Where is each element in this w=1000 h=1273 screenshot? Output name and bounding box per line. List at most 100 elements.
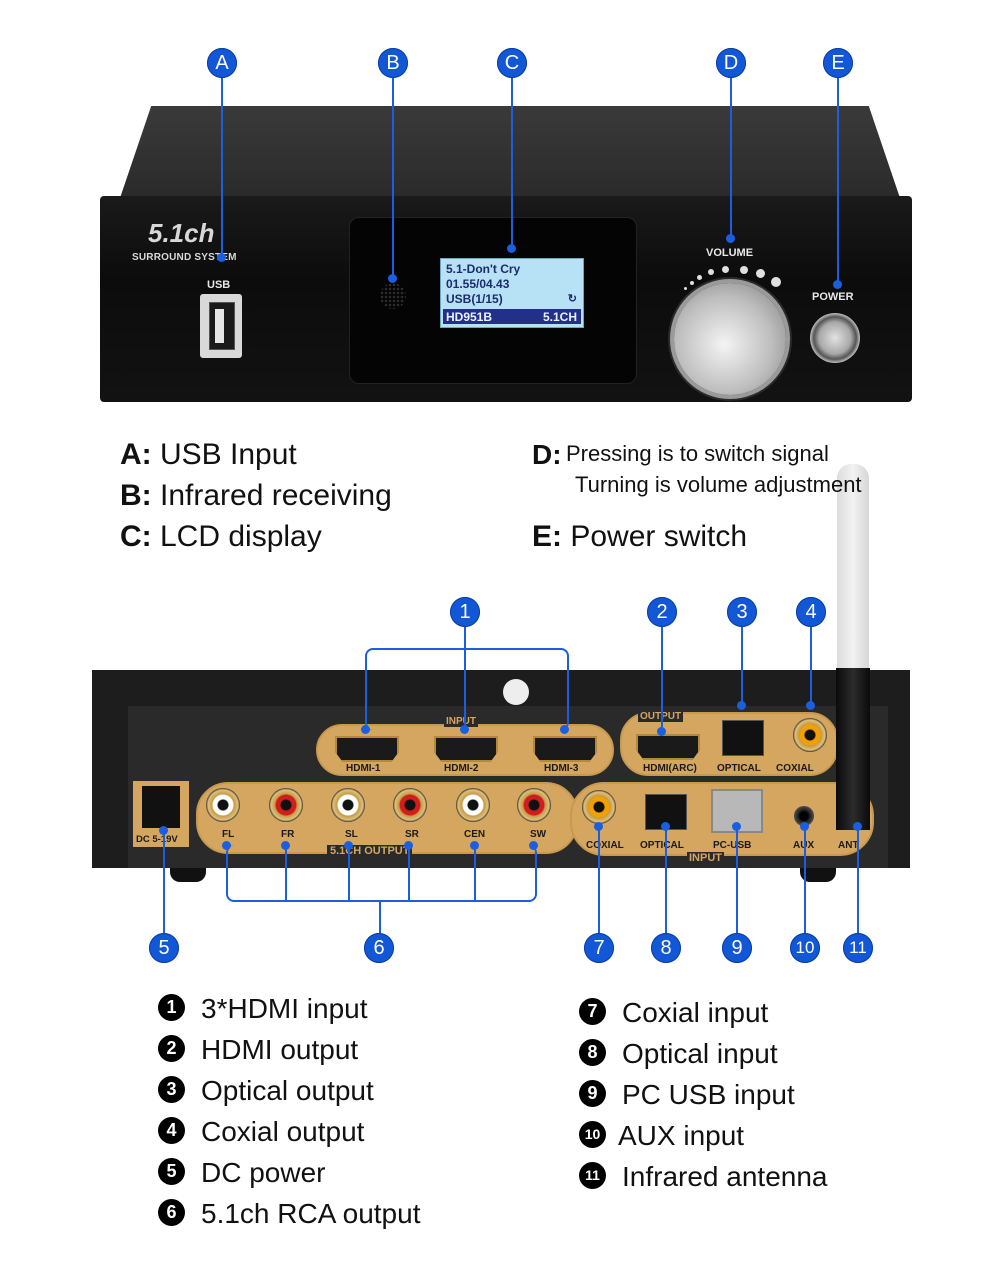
- port-label: FL: [222, 829, 235, 840]
- antenna-tip: [837, 464, 869, 684]
- volume-level-dot: [684, 287, 687, 290]
- callout-dot: [806, 701, 815, 710]
- callout-dot: [344, 841, 353, 850]
- callout-dot-d: [726, 234, 735, 243]
- rca-sl-port[interactable]: [331, 788, 365, 822]
- rca-sw-port[interactable]: [517, 788, 551, 822]
- volume-knob[interactable]: [674, 283, 786, 395]
- lcd-model: HD951B: [446, 310, 493, 324]
- dc-power-jack[interactable]: [142, 786, 180, 828]
- port-label: SL: [345, 829, 358, 840]
- rear-legend-item: 9 PC USB input: [579, 1079, 795, 1111]
- repeat-icon: ↻: [567, 293, 577, 305]
- hdmi-3-port[interactable]: [533, 736, 597, 762]
- coaxial-output-port[interactable]: [793, 718, 827, 752]
- callout-line: [474, 845, 476, 900]
- hdmi-1-port[interactable]: [335, 736, 399, 762]
- coaxial-input-port[interactable]: [582, 790, 616, 824]
- rca-fr-port[interactable]: [269, 788, 303, 822]
- callout-dot-c: [507, 244, 516, 253]
- hdmi-arc-output-port[interactable]: [636, 734, 700, 760]
- lcd-display: 5.1-Don't Cry 01.55/04.43 USB(1/15) ↻ HD…: [440, 258, 584, 328]
- number-bullet-icon: 11: [579, 1162, 606, 1190]
- aux-input-port[interactable]: [794, 806, 814, 826]
- legend-text: Coxial output: [201, 1116, 365, 1147]
- number-bullet-icon: 4: [158, 1117, 185, 1145]
- output-group-label: OUTPUT: [638, 711, 684, 722]
- callout-line-b: [392, 76, 394, 278]
- port-label: COXIAL: [586, 840, 624, 851]
- callout-dot: [732, 822, 741, 831]
- dc-label: DC 5-19V: [136, 834, 178, 845]
- legend-item-a: A: USB Input: [120, 438, 297, 472]
- rca-sr-port[interactable]: [393, 788, 427, 822]
- callout-line-c: [511, 76, 513, 248]
- legend-key: E:: [532, 520, 562, 553]
- volume-level-dot: [740, 266, 748, 274]
- legend-text: 3*HDMI input: [201, 993, 368, 1024]
- optical-output-port[interactable]: [722, 720, 764, 756]
- legend-key: A:: [120, 438, 152, 471]
- port-label: COXIAL: [776, 763, 814, 774]
- callout-badge-5: 5: [149, 933, 179, 963]
- logo-caption: SURROUND SYSTEM: [132, 252, 237, 263]
- volume-level-dot: [697, 275, 702, 280]
- legend-text: Pressing is to switch signal: [566, 441, 829, 466]
- port-label: HDMI-3: [544, 763, 579, 774]
- legend-text: Optical output: [201, 1075, 374, 1106]
- power-button[interactable]: [810, 313, 860, 363]
- callout-dot: [853, 822, 862, 831]
- callout-badge-d: D: [716, 48, 746, 78]
- legend-text: DC power: [201, 1157, 326, 1188]
- callout-badge-10: 10: [790, 933, 820, 963]
- legend-text: USB Input: [160, 438, 297, 471]
- callout-line-8: [665, 826, 667, 936]
- callout-line-e: [837, 76, 839, 284]
- lcd-status-bar: HD951B 5.1CH: [443, 309, 581, 324]
- volume-level-dot: [690, 281, 694, 285]
- number-bullet-icon: 9: [579, 1080, 606, 1108]
- device-foot: [170, 868, 206, 882]
- legend-text: PC USB input: [622, 1079, 795, 1110]
- callout-line-3: [741, 625, 743, 705]
- callout-line: [348, 845, 350, 900]
- inputs-group-label: INPUT: [687, 852, 724, 864]
- legend-text: Optical input: [622, 1038, 778, 1069]
- callout-badge-a: A: [207, 48, 237, 78]
- port-label: AUX: [793, 840, 814, 851]
- callout-line-4: [810, 625, 812, 705]
- legend-text: 5.1ch RCA output: [201, 1198, 421, 1229]
- legend-text: Infrared receiving: [160, 479, 392, 512]
- rca-fl-port[interactable]: [206, 788, 240, 822]
- callout-dot-e: [833, 280, 842, 289]
- number-bullet-icon: 3: [158, 1076, 185, 1104]
- callout-line-6: [379, 900, 381, 935]
- callout-dot: [657, 727, 666, 736]
- legend-item-d-line2: Turning is volume adjustment: [575, 472, 862, 497]
- legend-text: Coxial input: [622, 997, 769, 1028]
- callout-badge-11: 11: [843, 933, 873, 963]
- port-label: HDMI-2: [444, 763, 479, 774]
- antenna-base[interactable]: [836, 668, 870, 830]
- input-group-label: INPUT: [444, 716, 478, 727]
- callout-line: [408, 845, 410, 900]
- callout-badge-1: 1: [450, 597, 480, 627]
- callout-line-9: [736, 826, 738, 936]
- callout-dot: [529, 841, 538, 850]
- hdmi-2-port[interactable]: [434, 736, 498, 762]
- volume-level-dot: [756, 269, 765, 278]
- callout-dot: [661, 822, 670, 831]
- callout-line-2: [661, 625, 663, 730]
- rca-cen-port[interactable]: [456, 788, 490, 822]
- callout-badge-e: E: [823, 48, 853, 78]
- callout-badge-b: B: [378, 48, 408, 78]
- callout-dot-a: [217, 253, 226, 262]
- rear-legend-item: 3 Optical output: [158, 1075, 374, 1107]
- front-unit-top-cover: [120, 106, 900, 198]
- port-label: HDMI(ARC): [643, 763, 697, 774]
